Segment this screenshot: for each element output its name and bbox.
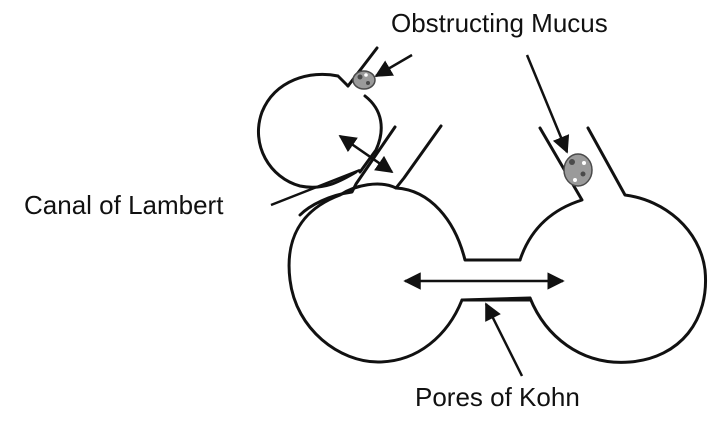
canal-of-lambert-label: Canal of Lambert	[24, 190, 224, 220]
lambert-pointer-line	[270, 168, 361, 207]
mucus-plug-right	[563, 153, 593, 187]
left-alveolus-stem	[298, 125, 397, 217]
small-alveolus	[256, 72, 358, 189]
left-large-alveolus	[287, 124, 532, 364]
mucus-arrow-right	[525, 54, 570, 154]
obstructing-mucus-label: Obstructing Mucus	[391, 8, 608, 38]
mucus-arrow-left	[374, 53, 413, 78]
lambert-double-arrow	[338, 134, 394, 174]
right-large-alveolus	[518, 126, 584, 262]
right-alveolus-outer	[528, 126, 708, 364]
mucus-plug-left	[352, 70, 376, 90]
pores-of-kohn-label: Pores of Kohn	[415, 382, 580, 412]
kohn-pointer-arrow	[484, 302, 524, 377]
left-alveolus-top-wall	[394, 186, 522, 262]
